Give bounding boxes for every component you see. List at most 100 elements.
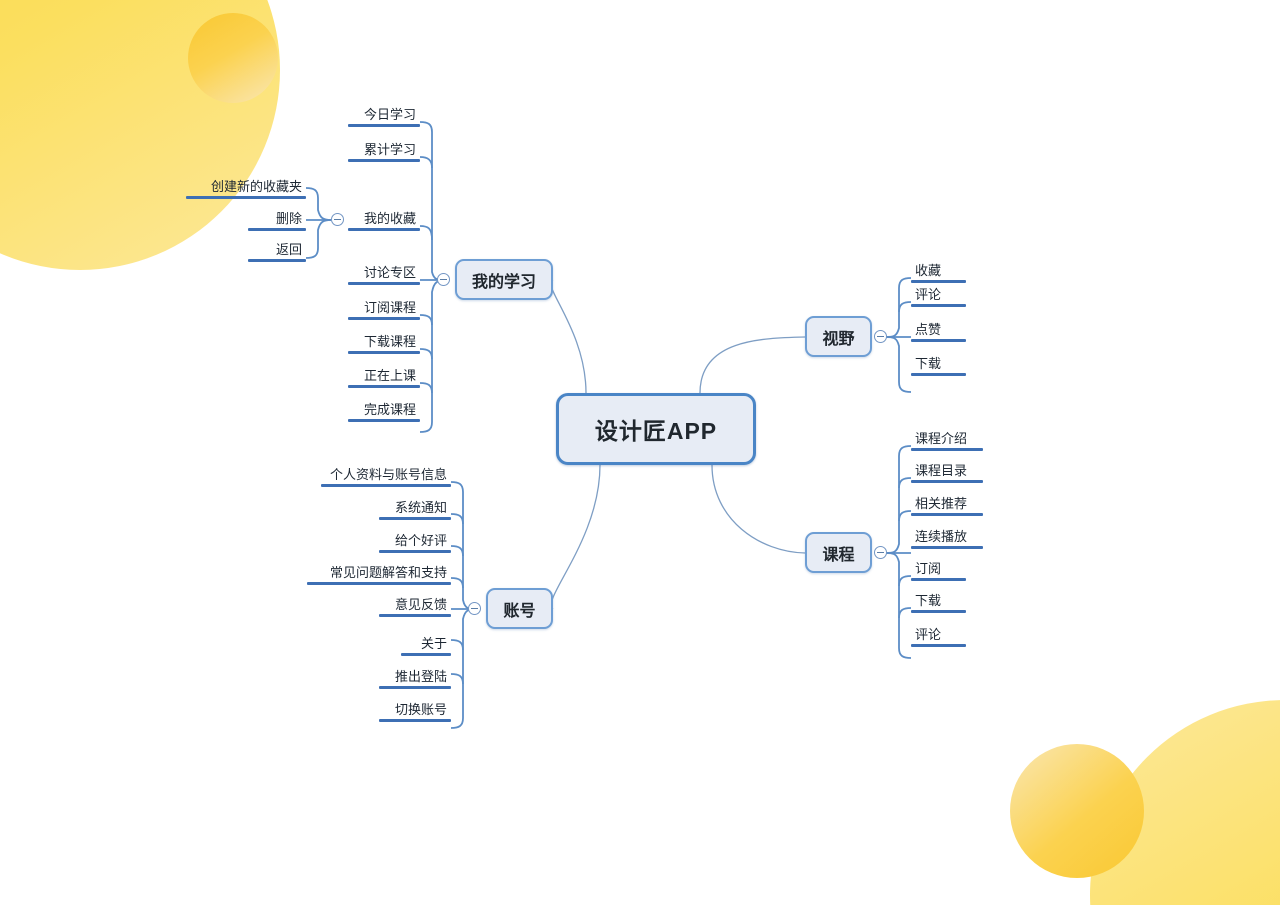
leaf-label: 课程目录 [915,463,968,478]
leaf-course-comments[interactable]: 评论 [911,625,1021,647]
leaf-label: 创建新的收藏夹 [210,179,302,194]
leaf-course-intro[interactable]: 课程介绍 [911,429,1021,451]
leaf-underline [911,448,983,451]
leaf-course-catalog[interactable]: 课程目录 [911,461,1021,483]
leaf-label: 个人资料与账号信息 [329,467,447,482]
leaf-label: 累计学习 [363,142,416,157]
leaf-in-class[interactable]: 正在上课 [300,366,420,388]
links-course [885,445,912,659]
leaf-related-recommendations[interactable]: 相关推荐 [911,494,1021,516]
leaf-vision-favorites[interactable]: 收藏 [911,261,1021,283]
link-root-course [711,464,806,554]
leaf-label: 关于 [420,636,447,651]
leaf-underline [348,317,420,320]
leaf-underline [248,259,306,262]
link-root-vision [699,336,806,394]
leaf-completed-courses[interactable]: 完成课程 [300,400,420,422]
leaf-label: 评论 [915,287,942,302]
leaf-label: 下载 [915,593,942,608]
leaf-label: 点赞 [915,322,942,337]
leaf-switch-account[interactable]: 切换账号 [271,700,451,722]
collapse-toggle-my-study[interactable] [437,273,450,286]
leaf-label: 给个好评 [394,533,447,548]
leaf-label: 评论 [915,627,942,642]
leaf-course-download[interactable]: 下载 [911,591,1021,613]
leaf-delete[interactable]: 删除 [186,209,306,231]
leaf-my-collection[interactable]: 我的收藏 [300,209,420,231]
leaf-label: 收藏 [915,263,942,278]
leaf-cumulative-study[interactable]: 累计学习 [300,140,420,162]
leaf-label: 讨论专区 [363,265,416,280]
leaf-rate-us[interactable]: 给个好评 [271,531,451,553]
leaf-underline [379,719,451,722]
leaf-label: 连续播放 [915,529,968,544]
leaf-underline [248,228,306,231]
leaf-faq-and-support[interactable]: 常见问题解答和支持 [271,563,451,585]
leaf-underline [401,653,451,656]
branch-node-my-study-label: 我的学习 [471,273,536,291]
leaf-label: 下载课程 [363,334,416,349]
leaf-underline [379,550,451,553]
leaf-subscribed-courses[interactable]: 订阅课程 [300,298,420,320]
leaf-logout[interactable]: 推出登陆 [271,667,451,689]
leaf-underline [911,546,983,549]
collapse-toggle-vision[interactable] [874,330,887,343]
leaf-about[interactable]: 关于 [271,634,451,656]
leaf-underline [348,419,420,422]
links-vision [885,277,912,393]
leaf-underline [911,578,966,581]
branch-node-course-label: 课程 [822,546,855,564]
leaf-course-subscribe[interactable]: 订阅 [911,559,1021,581]
leaf-vision-comments[interactable]: 评论 [911,285,1021,307]
leaf-continuous-play[interactable]: 连续播放 [911,527,1021,549]
leaf-underline [911,513,983,516]
leaf-label: 切换账号 [394,702,447,717]
leaf-underline [348,124,420,127]
branch-node-account[interactable]: 账号 [486,588,553,629]
leaf-today-study[interactable]: 今日学习 [300,105,420,127]
leaf-label: 正在上课 [363,368,416,383]
leaf-underline [348,282,420,285]
leaf-underline [307,582,451,585]
leaf-create-new-folder[interactable]: 创建新的收藏夹 [186,177,306,199]
link-root-account [550,464,601,610]
collapse-toggle-account[interactable] [468,602,481,615]
leaf-label: 完成课程 [363,402,416,417]
leaf-discussion-area[interactable]: 讨论专区 [300,263,420,285]
link-root-my-study [550,279,587,394]
branch-node-course[interactable]: 课程 [805,532,872,573]
leaf-vision-download[interactable]: 下载 [911,354,1021,376]
leaf-underline [186,196,306,199]
leaf-back[interactable]: 返回 [186,240,306,262]
branch-node-my-study[interactable]: 我的学习 [455,259,553,300]
branch-node-vision[interactable]: 视野 [805,316,872,357]
leaf-label: 意见反馈 [394,597,447,612]
root-node[interactable]: 设计匠APP [556,393,756,465]
leaf-underline [321,484,451,487]
leaf-underline [348,228,420,231]
decorative-circle-top-left-small [188,13,278,103]
leaf-vision-likes[interactable]: 点赞 [911,320,1021,342]
collapse-toggle-my-collection[interactable] [331,213,344,226]
leaf-label: 下载 [915,356,942,371]
leaf-system-notification[interactable]: 系统通知 [271,498,451,520]
leaf-underline [379,686,451,689]
leaf-underline [348,385,420,388]
leaf-label: 课程介绍 [915,431,968,446]
leaf-label: 我的收藏 [363,211,416,226]
leaf-underline [911,339,966,342]
leaf-profile-and-account-info[interactable]: 个人资料与账号信息 [271,465,451,487]
leaf-feedback[interactable]: 意见反馈 [271,595,451,617]
leaf-label: 删除 [275,211,302,226]
leaf-underline [911,610,966,613]
leaf-label: 推出登陆 [394,669,447,684]
leaf-underline [348,351,420,354]
leaf-downloaded-courses[interactable]: 下载课程 [300,332,420,354]
branch-node-vision-label: 视野 [822,330,855,348]
branch-node-account-label: 账号 [503,602,536,620]
leaf-label: 常见问题解答和支持 [329,565,447,580]
leaf-underline [379,614,451,617]
leaf-underline [911,480,983,483]
collapse-toggle-course[interactable] [874,546,887,559]
